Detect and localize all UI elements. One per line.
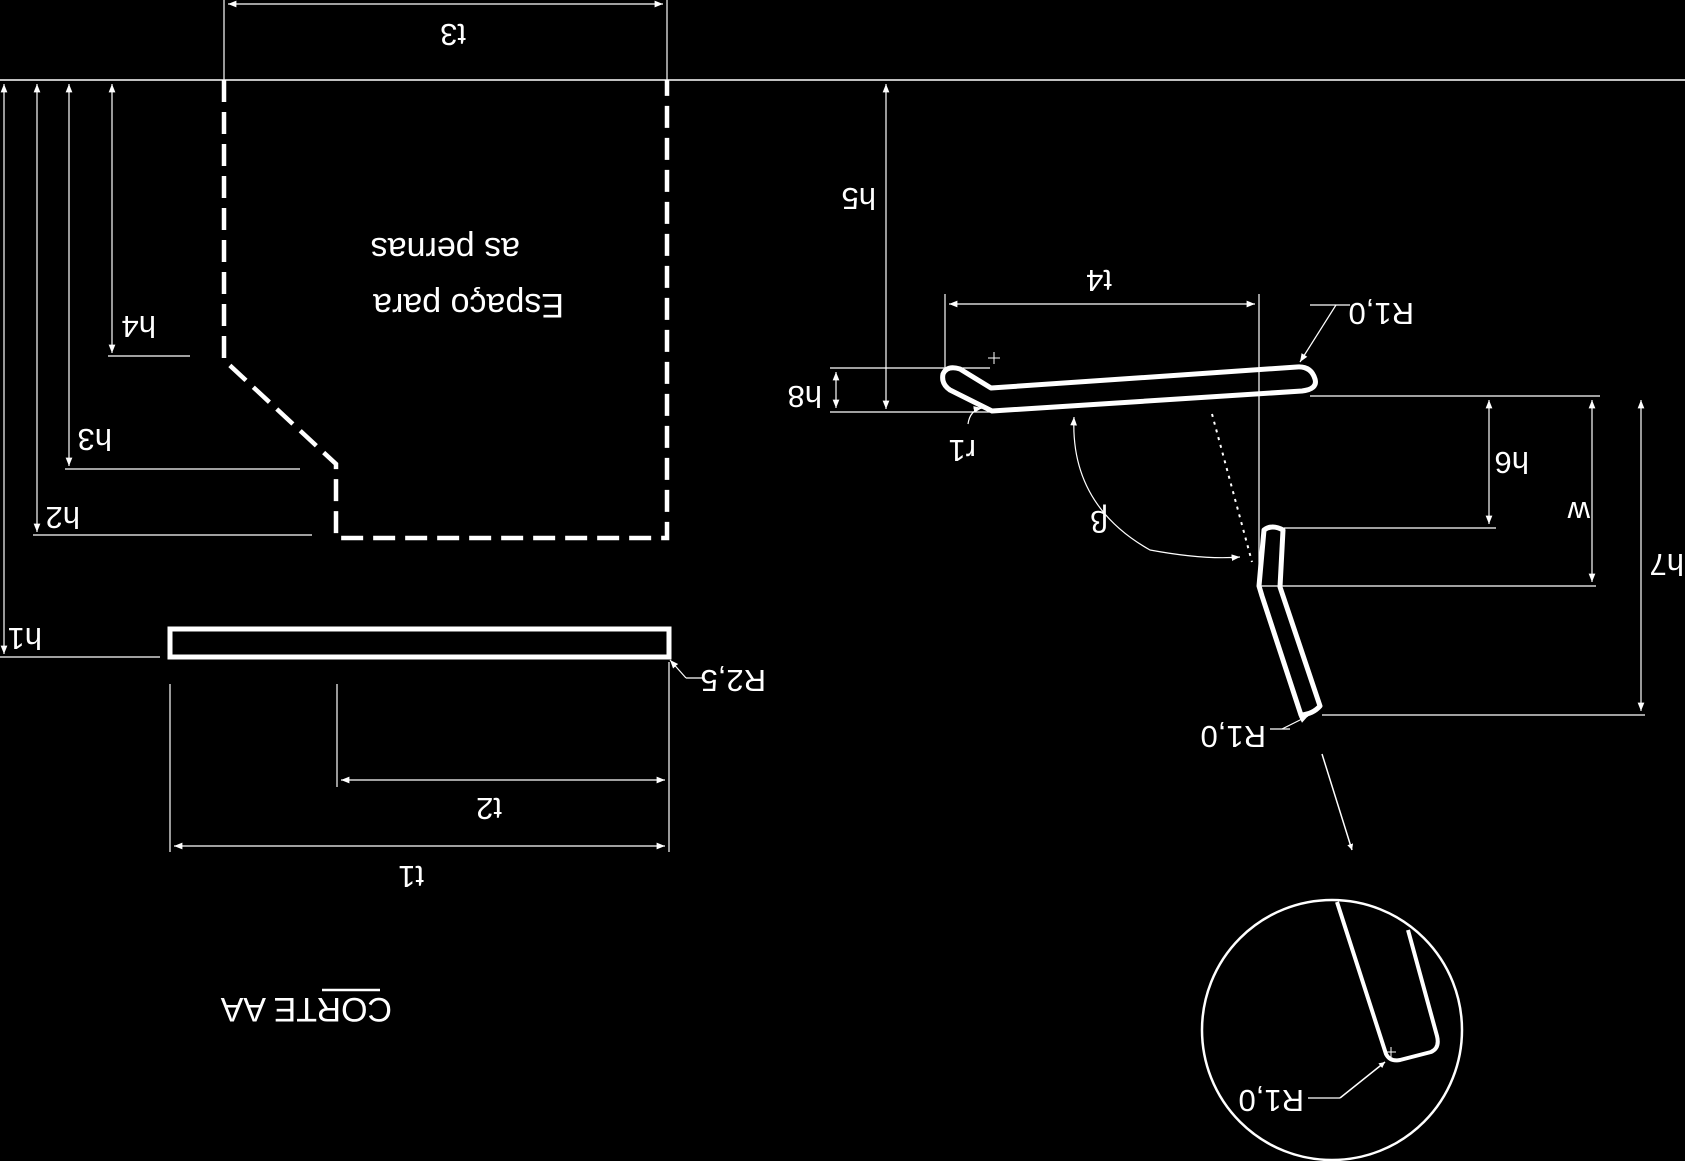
- radius-label-back-bottom: R1,0: [1201, 719, 1266, 754]
- dimension-h8: [830, 367, 990, 413]
- detail-view: [1200, 898, 1464, 1161]
- dimension-h4: [108, 84, 190, 357]
- radius-leader-r1: [967, 406, 983, 425]
- dimension-t2: [336, 684, 665, 787]
- dimension-h2: [33, 84, 312, 536]
- section-title: CORTE AA: [220, 990, 392, 1028]
- radius-label-detail: R1,0: [1239, 1083, 1304, 1118]
- dim-label-h4: h4: [122, 309, 156, 344]
- angle-reference-line: [1211, 413, 1253, 563]
- dim-label-h7: h7: [1650, 547, 1684, 582]
- leg-space-outline: [221, 80, 670, 541]
- dim-label-h2: h2: [46, 500, 80, 535]
- dim-label-r1: r1: [948, 433, 976, 468]
- dim-label-t3: t3: [440, 17, 466, 52]
- radius-leader-seat-front: [1299, 304, 1350, 363]
- dimension-t1: [169, 662, 670, 852]
- radius-leader-back-bottom: [1270, 715, 1309, 730]
- dim-label-t4: t4: [1086, 263, 1112, 298]
- dim-label-w: w: [1567, 495, 1591, 530]
- dim-label-h5: h5: [842, 181, 876, 216]
- backrest-profile: [1256, 524, 1323, 718]
- dim-label-h1: h1: [8, 621, 42, 656]
- dimension-h1: [0, 84, 160, 658]
- dim-label-beta: β: [1090, 504, 1108, 539]
- dim-label-t2: t2: [476, 791, 502, 826]
- dimension-t4: [944, 294, 1260, 588]
- detail-pointer-arrow: [1321, 753, 1354, 851]
- dimension-t3: [223, 0, 668, 80]
- radius-label-seat-front: R1,0: [1349, 296, 1414, 331]
- radius-label-seat-plate: R2,5: [701, 663, 766, 698]
- dimension-h3: [65, 84, 300, 470]
- dimension-h6: [1284, 395, 1600, 529]
- beta-arc: [1070, 416, 1241, 562]
- dimension-w: [1259, 400, 1596, 587]
- seat-profile: [940, 364, 1318, 414]
- radius-leader-seat-plate: [669, 659, 703, 679]
- dim-label-t1: t1: [398, 859, 424, 894]
- leg-space-label-line2: as pernas: [371, 230, 520, 268]
- seat-plate: [167, 626, 672, 660]
- dim-label-h3: h3: [78, 422, 112, 457]
- dimension-h7: [1322, 400, 1645, 716]
- radius-leader-detail: [1308, 1061, 1386, 1099]
- dim-label-h6: h6: [1495, 445, 1529, 480]
- leg-space-label-line1: Espaço para: [373, 286, 564, 324]
- dim-label-h8: h8: [788, 379, 822, 414]
